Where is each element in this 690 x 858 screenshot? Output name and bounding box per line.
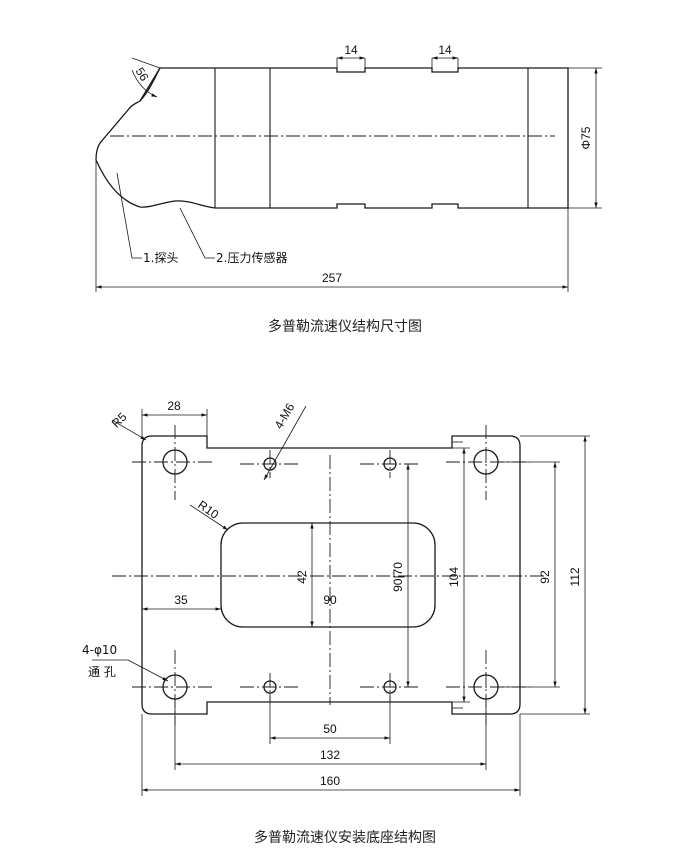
- m6-dim: 4-M6: [272, 400, 298, 431]
- probe-leader: [116, 172, 142, 259]
- probe-label: 1.探头: [143, 251, 178, 265]
- sensor-label: 2.压力传感器: [216, 250, 287, 265]
- central-slot: [220, 522, 436, 628]
- w132-dim: 132: [320, 748, 340, 762]
- hole-type-label: 通 孔: [88, 665, 116, 679]
- h42-dim: 42: [295, 570, 309, 584]
- r10-dim: R10: [195, 498, 221, 522]
- w28-dim: 28: [167, 399, 181, 413]
- hole-spec-label: 4-φ10: [82, 643, 117, 657]
- sensor-caption: 多普勒流速仪结构尺寸图: [268, 319, 422, 335]
- w160-dim: 160: [320, 774, 340, 788]
- sensor-drawing: 14 14 56 Φ75 257 1.探头 2.压力传感器: [95, 43, 602, 292]
- angle-dim: 56: [133, 65, 152, 84]
- sensor-outline: [95, 67, 569, 209]
- h112-dim: 112: [568, 567, 582, 586]
- slot-2-dim: 14: [438, 43, 452, 57]
- slot-1-dim: 14: [344, 43, 358, 57]
- through-holes: [132, 425, 530, 725]
- w35-dim: 35: [174, 593, 188, 607]
- diameter-dim: Φ75: [579, 126, 593, 149]
- d90-dim: 90: [323, 593, 337, 607]
- r5-dim: R5: [109, 410, 130, 431]
- sensor-leader: [179, 207, 215, 259]
- threaded-holes: [240, 450, 420, 701]
- w50-dim: 50: [323, 722, 337, 736]
- probe-nose: [139, 67, 161, 102]
- base-caption: 多普勒流速仪安装底座结构图: [254, 830, 436, 846]
- h104-dim: 104: [447, 567, 461, 587]
- base-outline: [141, 435, 521, 715]
- h92-dim: 92: [538, 570, 552, 584]
- length-dim: 257: [322, 271, 342, 285]
- base-drawing: R5 28 4-M6 R10 42 90 35 90|70 104 92: [82, 399, 590, 796]
- h90-70-dim: 90|70: [391, 562, 405, 592]
